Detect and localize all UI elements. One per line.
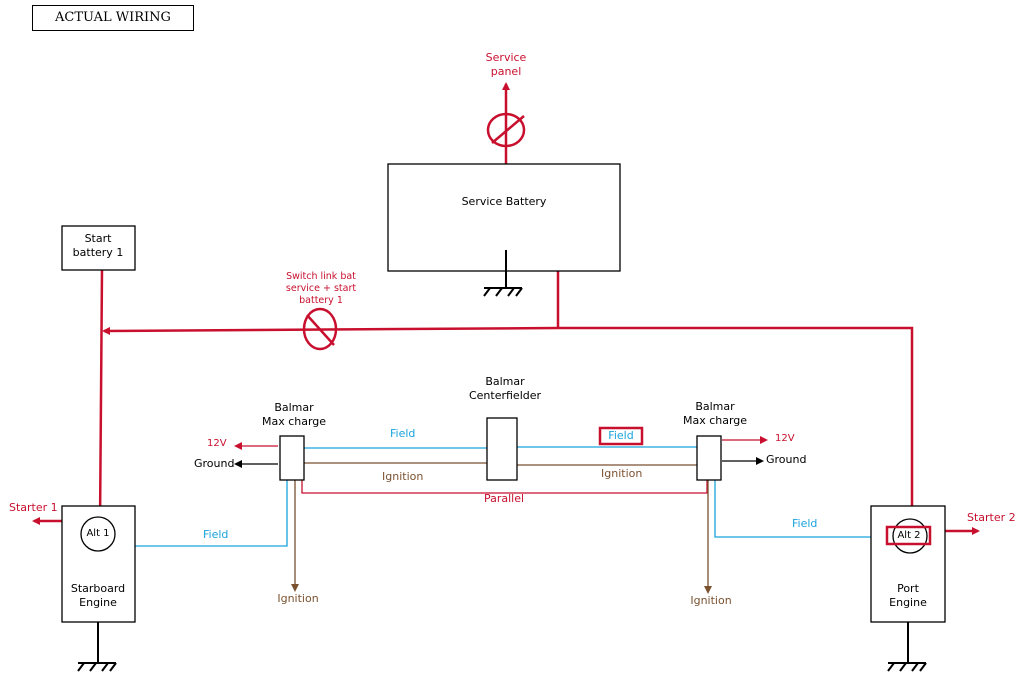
start-battery-to-alt1-wire (98, 269, 104, 525)
start-battery-label: Start battery 1 (72, 232, 124, 259)
ignition-wires (291, 462, 712, 594)
twelve-v-right-label: 12V (775, 433, 795, 444)
maxcharge-left-label: Balmar Max charge (261, 401, 327, 428)
ground-symbols (77, 250, 927, 672)
service-panel-switch (486, 112, 526, 148)
port-engine-label: Port Engine (889, 582, 927, 609)
alt-2-label: Alt 2 (897, 530, 921, 541)
starboard-engine-label: Starboard Engine (70, 582, 126, 609)
service-panel-switch-blade (491, 115, 525, 144)
link-switch-blade (306, 314, 335, 346)
ignition-right-label: Ignition (601, 467, 643, 480)
service-to-port-alt-wire (558, 326, 914, 512)
power-wires (32, 82, 980, 535)
link-to-start-battery-wire (102, 326, 559, 335)
alt-2-highlight-box (885, 525, 932, 546)
parallel-label: Parallel (483, 492, 525, 505)
centerfielder-label: Balmar Centerfielder (468, 375, 542, 402)
maxcharge-right-box (696, 435, 722, 481)
ignition-left-label: Ignition (382, 470, 424, 483)
diagram-title: ACTUAL WIRING (32, 5, 194, 31)
aux-red-wires (234, 436, 768, 494)
twelve-v-left-label: 12V (207, 438, 227, 449)
maxcharge-left-box (279, 435, 305, 481)
field-top-left-label: Field (390, 427, 416, 440)
starboard-ground-icon (77, 622, 117, 672)
field-bottom-left-label: Field (203, 528, 229, 541)
ground-left-label: Ground (194, 457, 235, 470)
ignition-bottom-left-label: Ignition (277, 592, 319, 605)
alt-1-label: Alt 1 (86, 528, 110, 539)
component-boxes (61, 163, 946, 623)
highlight-boxes (598, 426, 932, 546)
port-ground-icon (887, 622, 927, 672)
starter-1-label: Starter 1 (9, 501, 58, 514)
field-highlight-box (598, 426, 644, 446)
centerfielder-box (486, 417, 518, 481)
switches (302, 112, 526, 351)
parallel-wire (301, 480, 708, 494)
service-battery-box (387, 163, 621, 272)
starter-2-label: Starter 2 (967, 511, 1016, 524)
ground-right-label: Ground (766, 453, 807, 466)
ground-wires (234, 457, 764, 468)
service-battery-label: Service Battery (461, 195, 547, 208)
service-panel-label: Service panel (485, 51, 527, 78)
field-wires (112, 446, 898, 547)
alt-1-circle (80, 516, 116, 552)
ignition-bottom-right-label: Ignition (690, 594, 732, 607)
switch-link-label: Switch link bat service + start battery … (285, 271, 357, 306)
service-ground-icon (483, 250, 523, 297)
ignition-wire-right (516, 464, 712, 594)
field-wire-left (112, 447, 490, 547)
start-battery-box (61, 225, 136, 271)
field-top-right-label: Field (608, 429, 634, 442)
field-bottom-right-label: Field (792, 517, 818, 530)
link-switch (302, 307, 338, 351)
maxcharge-right-label: Balmar Max charge (682, 400, 748, 427)
field-wire-right (515, 446, 898, 538)
